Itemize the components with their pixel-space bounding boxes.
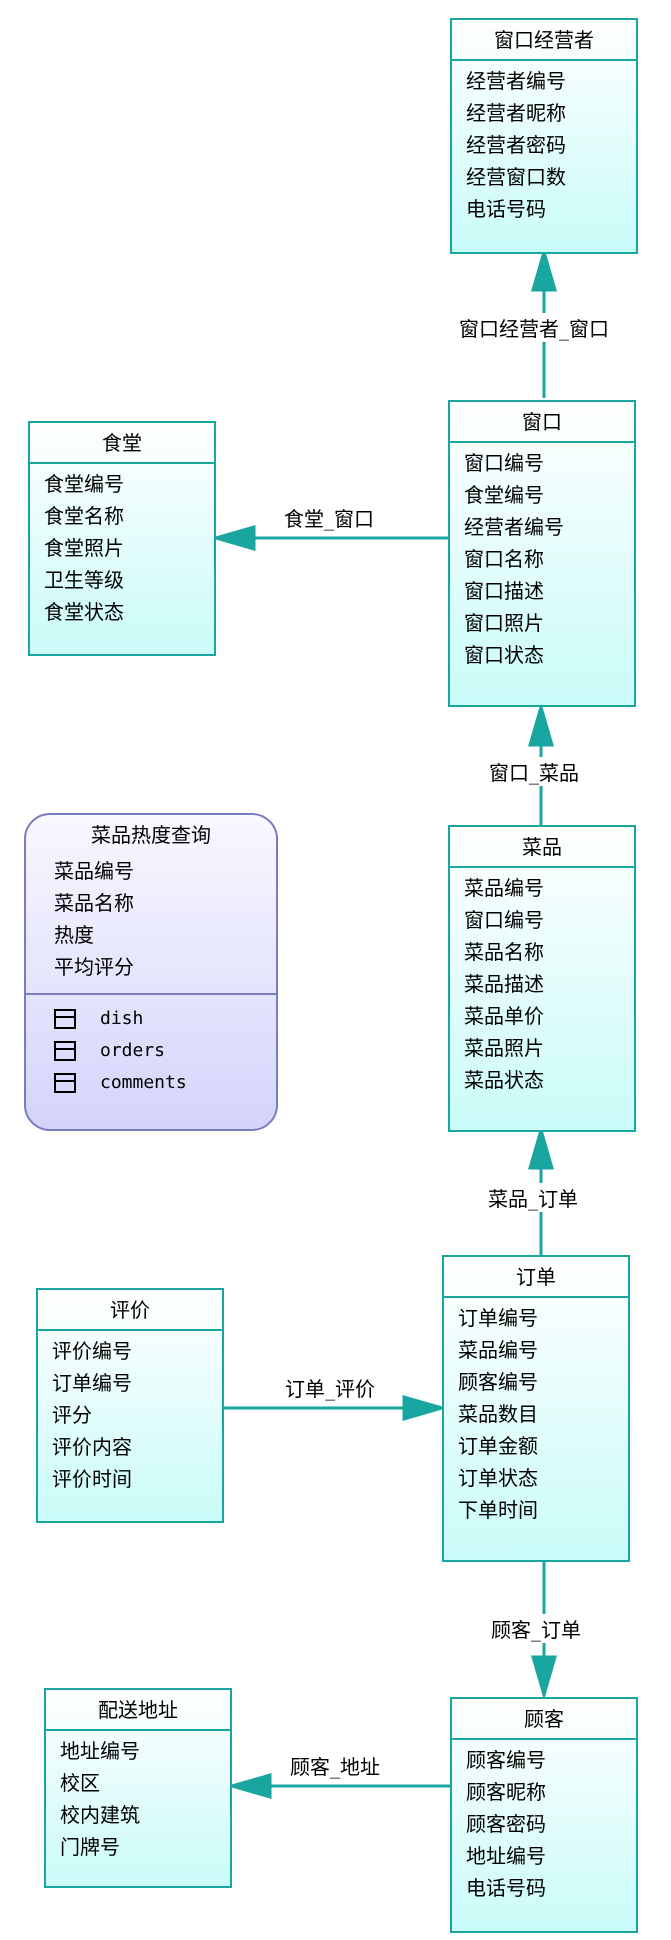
entity-field: 菜品编号 (458, 1338, 538, 1362)
view-source-label: comments (100, 1072, 187, 1093)
entity-field: 顾客编号 (458, 1370, 538, 1394)
entity-field: 订单状态 (458, 1466, 538, 1490)
entity-dish: 菜品 菜品编号 窗口编号 菜品名称 菜品描述 菜品单价 菜品照片 菜品状态 (448, 825, 636, 1132)
relation-label-operator-window: 窗口经营者_窗口 (456, 313, 612, 342)
entity-field: 评价时间 (52, 1467, 132, 1491)
view-title: 菜品热度查询 (91, 823, 211, 847)
entity-field: 电话号码 (466, 197, 546, 221)
view-dish-popularity: 菜品热度查询 菜品编号 菜品名称 热度 平均评分 dish orders com… (24, 813, 278, 1131)
entity-field: 地址编号 (60, 1739, 140, 1763)
entity-field: 顾客编号 (466, 1748, 546, 1772)
entity-field: 菜品照片 (464, 1036, 544, 1060)
entity-field: 菜品数目 (458, 1402, 538, 1426)
entity-title: 顾客 (452, 1699, 636, 1740)
view-field: 平均评分 (54, 955, 134, 979)
arrowhead (528, 1124, 554, 1170)
entity-order: 订单 订单编号 菜品编号 顾客编号 菜品数目 订单金额 订单状态 下单时间 (442, 1255, 630, 1562)
arrowhead (531, 1655, 557, 1701)
entity-field: 订单金额 (458, 1434, 538, 1458)
entity-field: 顾客昵称 (466, 1780, 546, 1804)
entity-field: 菜品编号 (464, 876, 544, 900)
entity-window: 窗口 窗口编号 食堂编号 经营者编号 窗口名称 窗口描述 窗口照片 窗口状态 (448, 400, 636, 707)
entity-field: 地址编号 (466, 1844, 546, 1868)
table-icon (54, 1041, 76, 1061)
view-source-label: dish (100, 1008, 144, 1029)
entity-field: 经营者昵称 (466, 101, 566, 125)
entity-field: 食堂状态 (44, 600, 124, 624)
entity-field: 菜品状态 (464, 1068, 544, 1092)
entity-title: 菜品 (450, 827, 634, 868)
relation-label-window-dish: 窗口_菜品 (486, 757, 582, 786)
entity-field: 评分 (52, 1403, 92, 1427)
entity-field: 评价编号 (52, 1339, 132, 1363)
relation-label-customer-order: 顾客_订单 (488, 1614, 584, 1643)
view-field: 菜品名称 (54, 891, 134, 915)
arrowhead (531, 246, 557, 292)
entity-field: 菜品名称 (464, 940, 544, 964)
entity-field: 食堂名称 (44, 504, 124, 528)
entity-field: 窗口照片 (464, 611, 544, 635)
relation-label-dish-order: 菜品_订单 (485, 1183, 581, 1212)
arrowhead (528, 701, 554, 747)
arrowhead (210, 525, 256, 551)
entity-field: 门牌号 (60, 1835, 120, 1859)
entity-title: 窗口经营者 (452, 20, 636, 61)
entity-field: 卫生等级 (44, 568, 124, 592)
table-icon (54, 1009, 76, 1029)
relation-label-order-review: 订单_评价 (282, 1373, 378, 1402)
entity-title: 食堂 (30, 423, 214, 464)
entity-field: 顾客密码 (466, 1812, 546, 1836)
entity-field: 菜品描述 (464, 972, 544, 996)
entity-field: 菜品单价 (464, 1004, 544, 1028)
entity-title: 窗口 (450, 402, 634, 443)
view-field: 菜品编号 (54, 859, 134, 883)
entity-title: 评价 (38, 1290, 222, 1331)
entity-field: 校区 (60, 1771, 100, 1795)
view-divider (26, 993, 276, 995)
view-field: 热度 (54, 923, 94, 947)
entity-field: 下单时间 (458, 1498, 538, 1522)
entity-field: 订单编号 (458, 1306, 538, 1330)
entity-field: 食堂照片 (44, 536, 124, 560)
view-source-label: orders (100, 1040, 166, 1061)
entity-field: 评价内容 (52, 1435, 132, 1459)
view-source-table: dish (54, 1003, 276, 1035)
entity-canteen: 食堂 食堂编号 食堂名称 食堂照片 卫生等级 食堂状态 (28, 421, 216, 656)
arrowhead (402, 1395, 448, 1421)
entity-window-operator: 窗口经营者 经营者编号 经营者昵称 经营者密码 经营窗口数 电话号码 (450, 18, 638, 254)
entity-field: 窗口编号 (464, 908, 544, 932)
entity-customer: 顾客 顾客编号 顾客昵称 顾客密码 地址编号 电话号码 (450, 1697, 638, 1933)
entity-field: 校内建筑 (60, 1803, 140, 1827)
entity-field: 电话号码 (466, 1876, 546, 1900)
relation-label-canteen-window: 食堂_窗口 (281, 503, 377, 532)
entity-field: 窗口编号 (464, 451, 544, 475)
entity-field: 经营者编号 (466, 69, 566, 93)
entity-field: 窗口描述 (464, 579, 544, 603)
entity-field: 经营者密码 (466, 133, 566, 157)
entity-field: 食堂编号 (464, 483, 544, 507)
entity-field: 经营窗口数 (466, 165, 566, 189)
entity-review: 评价 评价编号 订单编号 评分 评价内容 评价时间 (36, 1288, 224, 1523)
entity-address: 配送地址 地址编号 校区 校内建筑 门牌号 (44, 1688, 232, 1888)
entity-field: 订单编号 (52, 1371, 132, 1395)
view-source-table: comments (54, 1067, 276, 1099)
arrowhead (226, 1773, 272, 1799)
entity-field: 窗口状态 (464, 643, 544, 667)
entity-title: 配送地址 (46, 1690, 230, 1731)
relation-label-customer-address: 顾客_地址 (287, 1751, 383, 1780)
entity-field: 食堂编号 (44, 472, 124, 496)
view-source-table: orders (54, 1035, 276, 1067)
entity-field: 窗口名称 (464, 547, 544, 571)
table-icon (54, 1073, 76, 1093)
entity-title: 订单 (444, 1257, 628, 1298)
entity-field: 经营者编号 (464, 515, 564, 539)
